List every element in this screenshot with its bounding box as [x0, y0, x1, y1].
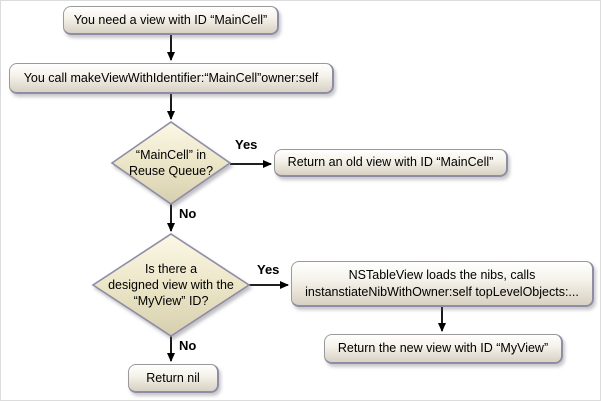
process-return-old-view: Return an old view with ID “MainCell”: [274, 149, 508, 177]
process-load-nibs-line2: instanstiateNibWithOwner:self topLevelOb…: [305, 284, 579, 299]
process-load-nibs: NSTableView loads the nibs, calls instan…: [291, 261, 594, 307]
process-return-nil: Return nil: [128, 364, 219, 393]
decision-designed-view-line1: Is there a: [144, 262, 198, 276]
process-return-new-view-label: Return the new view with ID “MyView”: [337, 341, 549, 356]
process-return-nil-label: Return nil: [146, 370, 200, 385]
arrows: [167, 35, 446, 362]
decision-designed-view-line2: designed view with the: [108, 278, 234, 292]
process-return-new-view: Return the new view with ID “MyView”: [324, 334, 563, 364]
decision-designed-view-line3: “MyView” ID?: [133, 294, 209, 308]
process-load-nibs-line1: NSTableView loads the nibs, calls: [348, 268, 536, 283]
decision-designed-view-text: Is there a designed view with the “MyVie…: [93, 234, 249, 336]
process-need-view: You need a view with ID “MainCell”: [63, 6, 279, 35]
decision-reuse-queue-line2: Reuse Queue?: [128, 164, 214, 178]
edge-label-designed-yes: Yes: [257, 262, 280, 277]
edge-label-reuse-yes: Yes: [235, 137, 258, 152]
decision-reuse-queue-text: “MainCell” in Reuse Queue?: [112, 122, 230, 204]
process-call-makeview-label: You call makeViewWithIdentifier:“MainCel…: [23, 70, 319, 85]
edge-label-reuse-no: No: [179, 206, 197, 221]
decision-reuse-queue-shape: [110, 121, 232, 205]
process-return-old-view-label: Return an old view with ID “MainCell”: [287, 155, 494, 170]
edge-label-designed-no: No: [179, 338, 197, 353]
decision-designed-view-shape: [91, 233, 251, 337]
process-call-makeview: You call makeViewWithIdentifier:“MainCel…: [9, 63, 334, 94]
process-need-view-label: You need a view with ID “MainCell”: [73, 12, 268, 27]
decision-reuse-queue-line1: “MainCell” in: [135, 148, 207, 162]
